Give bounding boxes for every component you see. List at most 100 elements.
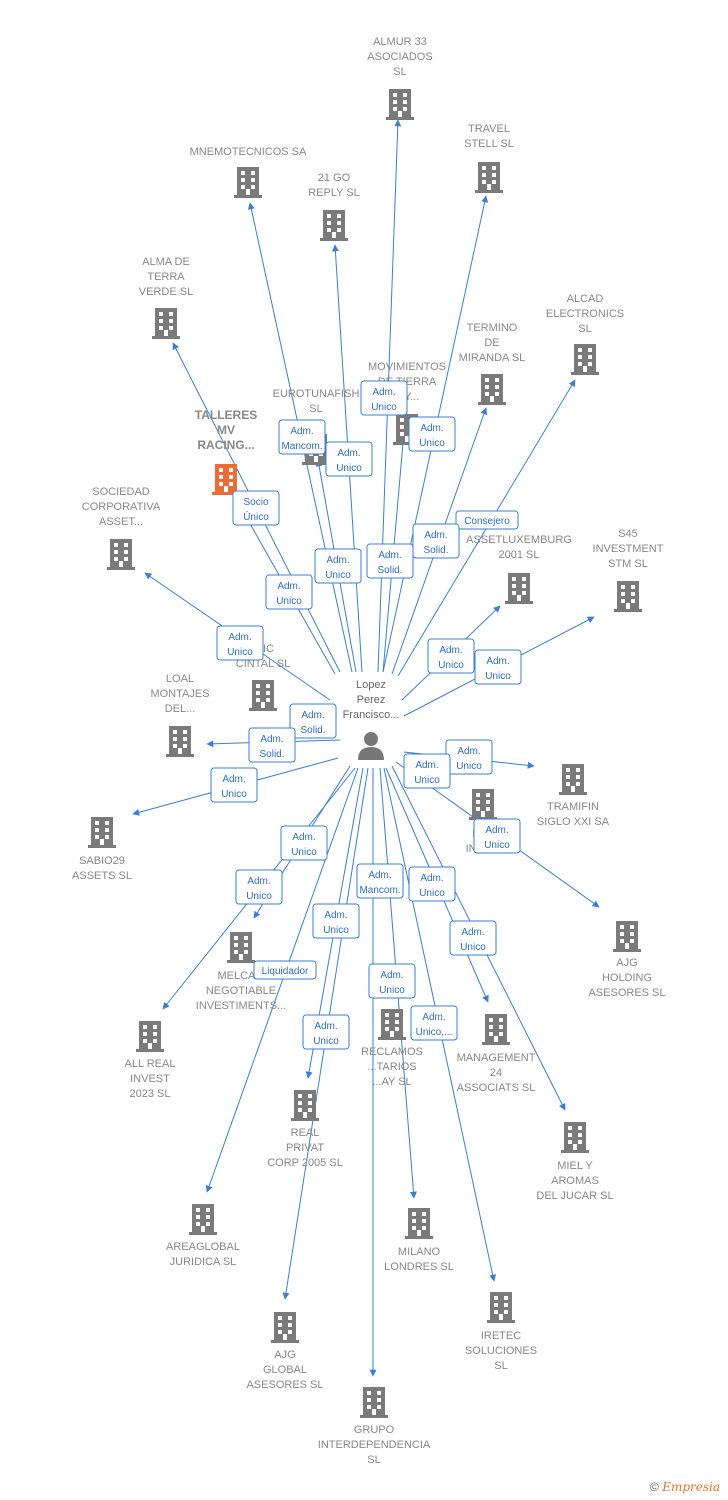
company-label[interactable]: MONTAJES (150, 688, 209, 700)
role-badge[interactable]: Adm.Unico (474, 649, 522, 685)
company-label[interactable]: ELECTRONICS (546, 308, 624, 320)
company-label[interactable]: INTERDEPENDENCIA (318, 1439, 431, 1451)
company-label[interactable]: REPLY SL (308, 187, 360, 199)
brand-name[interactable]: Empresia (662, 1480, 720, 1494)
company-label[interactable]: PRIVAT (286, 1142, 324, 1154)
company-label[interactable]: TERMINO (467, 322, 518, 334)
building-icon[interactable] (152, 308, 180, 339)
building-icon[interactable] (405, 1208, 433, 1239)
company-label[interactable]: INVESTMENT (593, 543, 664, 555)
company-label[interactable]: ...TARIOS (367, 1061, 416, 1073)
company-label[interactable]: RECLAMOS (361, 1046, 423, 1058)
building-icon[interactable] (189, 1204, 217, 1235)
company-node-sociedad[interactable]: SOCIEDADCORPORATIVAASSET... (82, 486, 161, 570)
role-badge[interactable]: Adm.Unico (314, 548, 362, 584)
company-label[interactable]: SOLUCIONES (465, 1345, 537, 1357)
company-label[interactable]: MV (217, 423, 235, 437)
building-icon[interactable] (614, 581, 642, 612)
company-label[interactable]: MIRANDA SL (459, 352, 526, 364)
role-badge[interactable]: Adm.Unico (445, 739, 493, 775)
role-badge[interactable]: Adm.Unico,... (410, 1005, 458, 1041)
company-node-areaglobal[interactable]: AREAGLOBAL JURIDICA SL (166, 1204, 240, 1268)
company-label[interactable]: SIGLO XXI SA (537, 816, 610, 828)
building-icon[interactable] (249, 680, 277, 711)
company-label[interactable]: MNEMOTECNICOS SA (190, 146, 307, 158)
building-icon[interactable] (386, 89, 414, 120)
building-icon[interactable] (561, 1122, 589, 1153)
building-icon[interactable] (291, 1090, 319, 1121)
company-label[interactable]: TRAMIFIN (547, 801, 599, 813)
building-icon[interactable] (478, 374, 506, 405)
role-badge[interactable]: Adm.Unico (302, 1014, 350, 1050)
company-label[interactable]: SL (309, 403, 322, 415)
company-label[interactable]: CORPORATIVA (82, 501, 161, 513)
role-badge[interactable]: Consejero (455, 510, 519, 530)
role-badge[interactable]: Adm.Unico (408, 866, 456, 902)
company-label[interactable]: ALCAD (567, 293, 604, 305)
company-label[interactable]: AJG (616, 957, 637, 969)
building-icon[interactable] (360, 1387, 388, 1418)
company-label[interactable]: ASSETS SL (72, 870, 132, 882)
company-label[interactable]: INVESTIMENTS... (196, 1000, 286, 1012)
company-label[interactable]: GRUPO (354, 1424, 395, 1436)
center-person[interactable]: LopezPerezFrancisco... (343, 679, 400, 760)
role-badge[interactable]: Adm.Unico (368, 963, 416, 999)
company-label[interactable]: ASESORES SL (588, 987, 665, 999)
company-label[interactable]: DEL JUCAR SL (536, 1190, 613, 1202)
company-node-mnemo[interactable]: MNEMOTECNICOS SA (190, 146, 307, 198)
role-badge[interactable]: Adm.Unico (280, 825, 328, 861)
company-label[interactable]: HOLDING (602, 972, 652, 984)
role-badge[interactable]: Adm.Unico (449, 920, 497, 956)
company-label[interactable]: ALMUR 33 (373, 36, 427, 48)
company-label[interactable]: 21 GO (318, 172, 351, 184)
company-label[interactable]: RACING... (197, 438, 254, 452)
company-label[interactable]: MIEL Y (557, 1160, 593, 1172)
building-icon[interactable] (378, 1009, 406, 1040)
role-badge[interactable]: Adm.Unico (216, 625, 264, 661)
building-icon[interactable] (107, 539, 135, 570)
company-label[interactable]: ...AY SL (372, 1076, 411, 1088)
company-label[interactable]: LOAL (166, 673, 194, 685)
building-icon[interactable] (136, 1021, 164, 1052)
company-node-milano[interactable]: MILANO LONDRES SL (384, 1208, 454, 1273)
company-label[interactable]: 24 (490, 1067, 502, 1079)
role-badge[interactable]: Adm.Unico (408, 416, 456, 452)
building-icon[interactable] (505, 573, 533, 604)
company-label[interactable]: 2023 SL (130, 1088, 171, 1100)
role-badge[interactable]: Adm.Unico (210, 767, 258, 803)
company-label[interactable]: ASSOCIATS SL (457, 1082, 536, 1094)
company-label[interactable]: ASSET... (99, 516, 143, 528)
company-label[interactable]: SL (494, 1360, 507, 1372)
company-label[interactable]: NEGOTIABLE (206, 985, 276, 997)
company-label[interactable]: ALMA DE (142, 256, 190, 268)
company-label[interactable]: AJG (274, 1349, 295, 1361)
role-badge[interactable]: Adm.Solid. (366, 543, 414, 579)
company-label[interactable]: AREAGLOBAL (166, 1241, 240, 1253)
company-label[interactable]: ASSETLUXEMBURG (466, 534, 572, 546)
company-label[interactable]: MILANO (398, 1246, 441, 1258)
company-label[interactable]: STM SL (608, 558, 648, 570)
company-label[interactable]: LONDRES SL (384, 1261, 454, 1273)
company-label[interactable]: TERRA (147, 271, 185, 283)
role-badge[interactable]: Adm.Unico (265, 574, 313, 610)
building-icon[interactable] (271, 1312, 299, 1343)
company-node-reclamos[interactable]: RECLAMOS ...TARIOS ...AY SL (361, 1009, 423, 1088)
company-label[interactable]: SL (393, 66, 406, 78)
role-badge[interactable]: Adm.Solid. (289, 703, 337, 739)
role-badge[interactable]: Liquidador (253, 960, 317, 980)
company-label[interactable]: JURIDICA SL (170, 1256, 237, 1268)
role-badge[interactable]: Adm.Solid. (248, 727, 296, 763)
company-label[interactable]: DEL... (165, 703, 196, 715)
person-name[interactable]: Lopez (356, 679, 386, 691)
